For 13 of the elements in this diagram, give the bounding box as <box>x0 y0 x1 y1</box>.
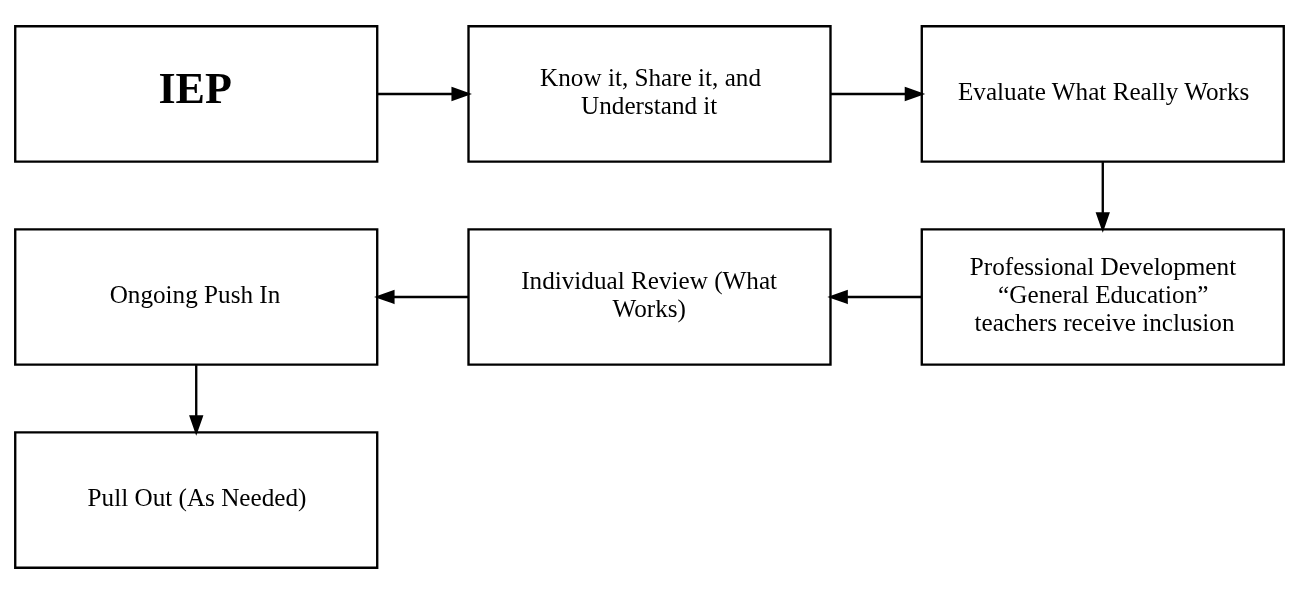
arrow <box>374 289 469 305</box>
node-box: Pull Out (As Needed) <box>14 431 379 569</box>
node-box: Professional Development “General Education” teachers receive inclusion <box>920 228 1285 366</box>
arrow <box>377 86 472 102</box>
node-box: Individual Review (What Works) <box>467 228 832 366</box>
node-box: Know it, Share it, and Understand it <box>467 25 832 163</box>
arrow <box>189 365 204 436</box>
arrow <box>1095 162 1110 233</box>
arrow <box>827 289 922 305</box>
arrow <box>830 86 926 102</box>
node-box: Ongoing Push In <box>14 228 379 366</box>
node-box: IEP <box>14 25 379 163</box>
node-box: Evaluate What Really Works <box>920 25 1285 163</box>
